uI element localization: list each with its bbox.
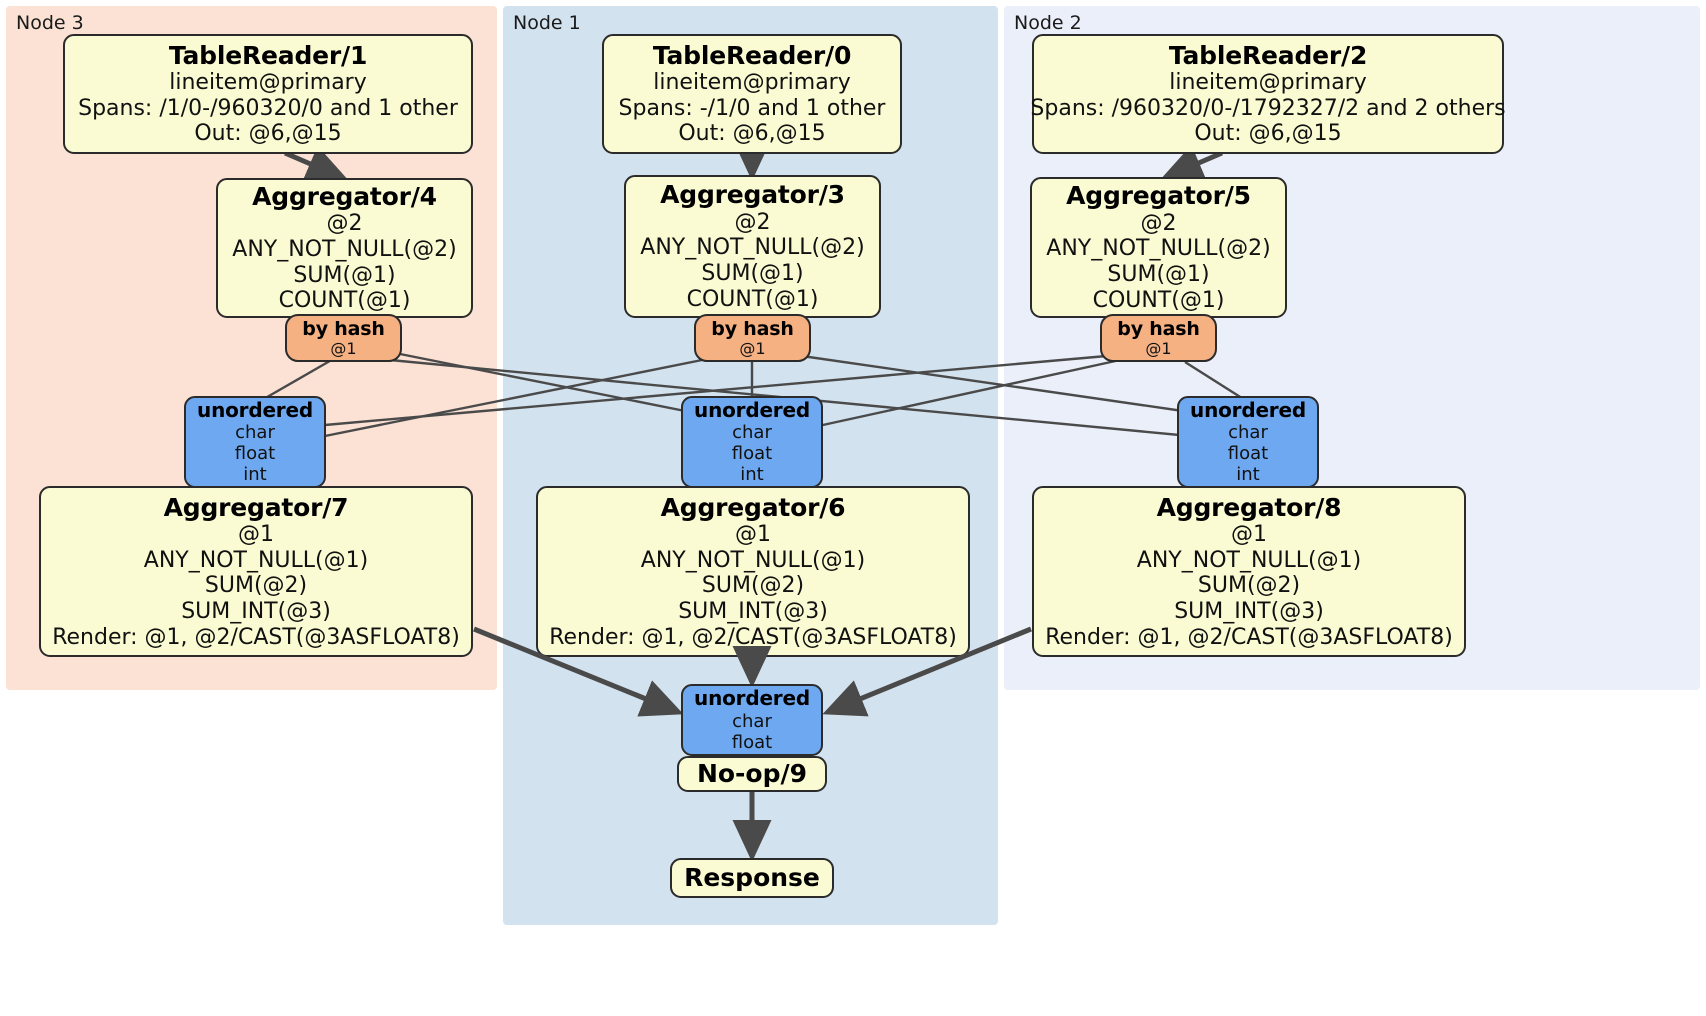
by-hash-5-title: by hash (1117, 317, 1200, 340)
unordered-final-title: unordered (694, 686, 810, 711)
aggregator-7-func-2: SUM(@2) (204, 573, 308, 599)
aggregator-8-func-1: ANY_NOT_NULL(@1) (1136, 547, 1362, 573)
aggregator-5-func-2: SUM(@1) (1107, 262, 1210, 288)
aggregator-6-group: @1 (735, 521, 771, 547)
node-table-reader-2[interactable]: TableReader/2 lineitem@primary Spans: /9… (1030, 34, 1506, 154)
unordered-7-type-3: int (243, 464, 267, 486)
aggregator-5-title: Aggregator/5 (1066, 181, 1251, 211)
aggregator-8-func-3: SUM_INT(@3) (1174, 598, 1324, 624)
aggregator-4-title: Aggregator/4 (252, 181, 437, 211)
sync-unordered-7[interactable]: unordered char float int (184, 396, 326, 488)
aggregator-7-render: Render: @1, @2/CAST(@3ASFLOAT8) (52, 624, 460, 650)
table-reader-2-title: TableReader/2 (1168, 40, 1368, 70)
unordered-6-type-2: float (731, 443, 773, 465)
aggregator-3-func-2: SUM(@1) (701, 261, 804, 287)
by-hash-4-title: by hash (302, 317, 385, 340)
node-aggregator-4[interactable]: Aggregator/4 @2 ANY_NOT_NULL(@2) SUM(@1)… (216, 178, 473, 318)
table-reader-2-table: lineitem@primary (1169, 70, 1367, 96)
node-aggregator-7[interactable]: Aggregator/7 @1 ANY_NOT_NULL(@1) SUM(@2)… (39, 486, 473, 657)
aggregator-7-func-3: SUM_INT(@3) (181, 598, 331, 624)
aggregator-5-group: @2 (1140, 210, 1177, 236)
sync-unordered-8[interactable]: unordered char float int (1177, 396, 1319, 488)
table-reader-1-title: TableReader/1 (168, 40, 368, 70)
node-aggregator-3[interactable]: Aggregator/3 @2 ANY_NOT_NULL(@2) SUM(@1)… (624, 175, 881, 318)
aggregator-3-group: @2 (734, 209, 771, 235)
table-reader-2-out: Out: @6,@15 (1194, 121, 1342, 147)
unordered-final-type-2: float (731, 731, 773, 753)
by-hash-4-key: @1 (330, 338, 357, 358)
unordered-8-type-1: char (1228, 422, 1268, 444)
aggregator-4-func-1: ANY_NOT_NULL(@2) (232, 236, 457, 262)
unordered-8-type-3: int (1236, 464, 1260, 486)
aggregator-6-title: Aggregator/6 (660, 492, 846, 522)
unordered-6-type-1: char (732, 422, 772, 444)
aggregator-4-func-2: SUM(@1) (293, 262, 396, 288)
aggregator-6-func-3: SUM_INT(@3) (678, 598, 828, 624)
by-hash-3-key: @1 (739, 338, 766, 358)
aggregator-8-group: @1 (1231, 521, 1267, 547)
unordered-8-title: unordered (1190, 397, 1306, 422)
aggregator-8-title: Aggregator/8 (1156, 492, 1342, 522)
node-aggregator-6[interactable]: Aggregator/6 @1 ANY_NOT_NULL(@1) SUM(@2)… (536, 486, 970, 657)
node-table-reader-1[interactable]: TableReader/1 lineitem@primary Spans: /1… (63, 34, 473, 154)
aggregator-7-group: @1 (238, 521, 274, 547)
aggregator-6-func-2: SUM(@2) (701, 573, 805, 599)
sync-unordered-final[interactable]: unordered char float (681, 684, 823, 756)
aggregator-7-title: Aggregator/7 (163, 492, 349, 522)
node-response[interactable]: Response (670, 858, 834, 898)
aggregator-4-func-3: COUNT(@1) (278, 288, 411, 314)
aggregator-8-render: Render: @1, @2/CAST(@3ASFLOAT8) (1045, 624, 1453, 650)
aggregator-3-func-3: COUNT(@1) (686, 286, 819, 312)
table-reader-1-table: lineitem@primary (169, 70, 367, 96)
response-title: Response (684, 863, 820, 893)
table-reader-1-out: Out: @6,@15 (194, 121, 342, 147)
table-reader-1-spans: Spans: /1/0-/960320/0 and 1 other (78, 95, 458, 121)
by-hash-5-key: @1 (1145, 338, 1172, 358)
table-reader-2-spans: Spans: /960320/0-/1792327/2 and 2 others (1030, 95, 1506, 121)
aggregator-6-render: Render: @1, @2/CAST(@3ASFLOAT8) (549, 624, 957, 650)
unordered-final-type-1: char (732, 710, 772, 732)
node-no-op-9[interactable]: No-op/9 (677, 756, 827, 792)
router-by-hash-5[interactable]: by hash @1 (1100, 314, 1217, 362)
panel-node-2-label: Node 2 (1014, 12, 1082, 34)
aggregator-8-func-2: SUM(@2) (1197, 573, 1301, 599)
table-reader-0-table: lineitem@primary (653, 70, 851, 96)
panel-node-3-label: Node 3 (16, 12, 84, 34)
aggregator-7-func-1: ANY_NOT_NULL(@1) (143, 547, 369, 573)
aggregator-5-func-3: COUNT(@1) (1092, 287, 1225, 313)
node-aggregator-5[interactable]: Aggregator/5 @2 ANY_NOT_NULL(@2) SUM(@1)… (1030, 177, 1287, 318)
unordered-6-type-3: int (740, 464, 764, 486)
table-reader-0-spans: Spans: -/1/0 and 1 other (618, 95, 886, 121)
router-by-hash-4[interactable]: by hash @1 (285, 314, 402, 362)
aggregator-4-group: @2 (326, 211, 363, 237)
unordered-7-type-2: float (234, 443, 276, 465)
by-hash-3-title: by hash (711, 317, 794, 340)
unordered-8-type-2: float (1227, 443, 1269, 465)
unordered-7-type-1: char (235, 422, 275, 444)
no-op-9-title: No-op/9 (696, 759, 808, 789)
table-reader-0-title: TableReader/0 (652, 40, 852, 70)
aggregator-5-func-1: ANY_NOT_NULL(@2) (1046, 236, 1271, 262)
table-reader-0-out: Out: @6,@15 (678, 121, 826, 147)
aggregator-3-func-1: ANY_NOT_NULL(@2) (640, 235, 865, 261)
router-by-hash-3[interactable]: by hash @1 (694, 314, 811, 362)
sync-unordered-6[interactable]: unordered char float int (681, 396, 823, 488)
aggregator-3-title: Aggregator/3 (660, 180, 845, 210)
node-table-reader-0[interactable]: TableReader/0 lineitem@primary Spans: -/… (602, 34, 902, 154)
unordered-7-title: unordered (197, 397, 313, 422)
unordered-6-title: unordered (694, 397, 810, 422)
node-aggregator-8[interactable]: Aggregator/8 @1 ANY_NOT_NULL(@1) SUM(@2)… (1032, 486, 1466, 657)
aggregator-6-func-1: ANY_NOT_NULL(@1) (640, 547, 866, 573)
panel-node-1-label: Node 1 (513, 12, 581, 34)
